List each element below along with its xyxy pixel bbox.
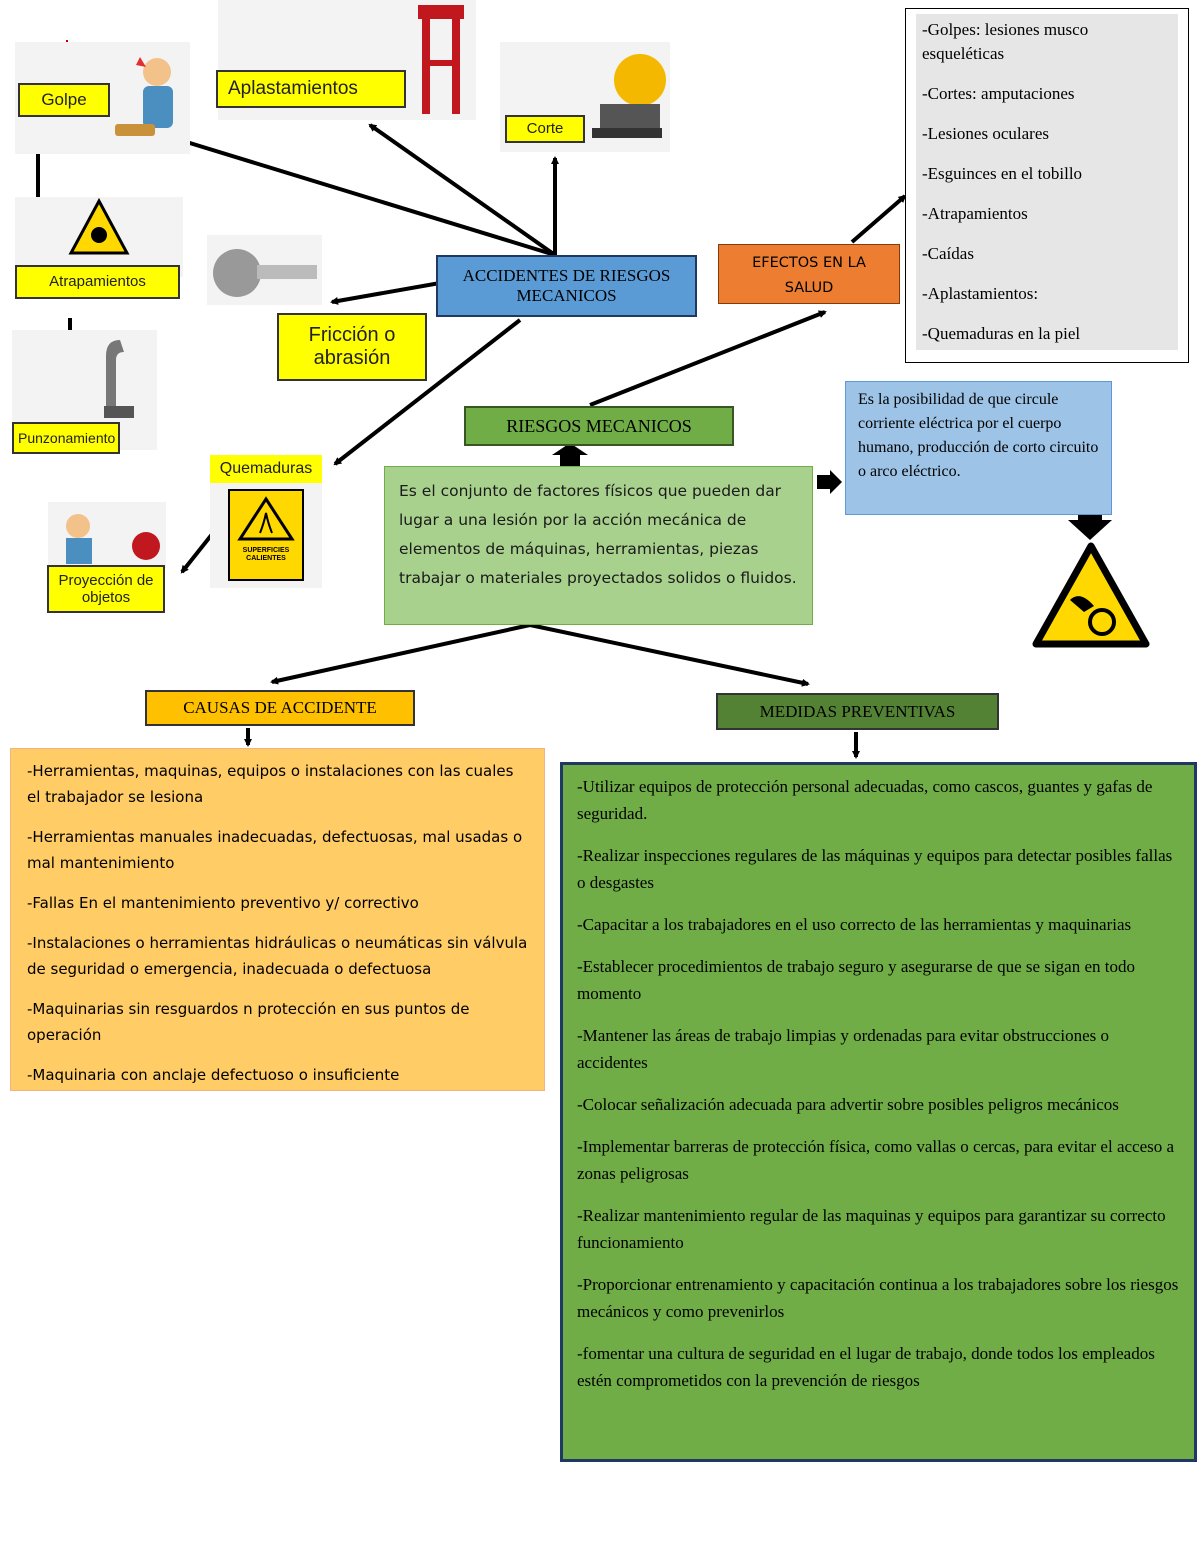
causas-list: -Herramientas, maquinas, equipos o insta… — [10, 748, 545, 1091]
efectos-title: EFECTOS EN LA SALUD — [718, 244, 900, 304]
causas-item: -Instalaciones o herramientas hidráulica… — [27, 934, 528, 978]
riesgos-title: RIESGOS MECANICOS — [464, 406, 734, 446]
atrapamientos-label: Atrapamientos — [15, 265, 180, 299]
medidas-item: -Implementar barreras de protección físi… — [577, 1137, 1175, 1183]
efectos-item: -Aplastamientos: — [922, 284, 1039, 303]
medidas-item: -Utilizar equipos de protección personal… — [577, 777, 1153, 823]
medidas-item: -Capacitar a los trabajadores en el uso … — [577, 915, 1132, 934]
entrapment-warning-icon — [1030, 540, 1152, 650]
medidas-item: -Realizar inspecciones regulares de las … — [577, 846, 1173, 892]
proyeccion-label: Proyección de objetos — [47, 565, 165, 613]
center-title: ACCIDENTES DE RIESGOS MECANICOS — [436, 255, 697, 317]
aplastamientos-label: Aplastamientos — [216, 70, 406, 108]
medidas-item: -Colocar señalización adecuada para adve… — [577, 1095, 1119, 1114]
efectos-item: -Quemaduras en la piel — [922, 324, 1081, 343]
friccion-label: Fricción o abrasión — [277, 313, 427, 381]
hot-surface-sign-text: SUPERFICIES CALIENTES — [242, 547, 290, 562]
causas-title: CAUSAS DE ACCIDENTE — [145, 690, 415, 726]
causas-item: -Maquinarias sin resguardos n protección… — [27, 1000, 470, 1044]
punzonamiento-label: Punzonamiento — [12, 422, 120, 454]
medidas-item: -Proporcionar entrenamiento y capacitaci… — [577, 1275, 1179, 1321]
medidas-item: -fomentar una cultura de seguridad en el… — [577, 1344, 1155, 1390]
efectos-item: -Esguinces en el tobillo — [922, 164, 1083, 183]
medidas-item: -Establecer procedimientos de trabajo se… — [577, 957, 1135, 1003]
riesgos-definition: Es el conjunto de factores físicos que p… — [384, 466, 813, 625]
electrico-box: Es la posibilidad de que circule corrien… — [845, 381, 1112, 515]
friccion-image — [207, 235, 322, 305]
efectos-item: -Caídas — [922, 244, 974, 263]
corte-label: Corte — [505, 115, 585, 143]
proyeccion-image — [48, 502, 166, 568]
medidas-item: -Mantener las áreas de trabajo limpias y… — [577, 1026, 1109, 1072]
efectos-item: -Cortes: amputaciones — [922, 84, 1075, 103]
causas-item: -Fallas En el mantenimiento preventivo y… — [27, 894, 419, 912]
causas-item: -Herramientas manuales inadecuadas, defe… — [27, 828, 523, 872]
efectos-list: -Golpes: lesiones musco esqueléticas -Co… — [916, 14, 1178, 350]
efectos-item: -Lesiones oculares — [922, 124, 1049, 143]
causas-item: -Maquinaria con anclaje defectuoso o ins… — [27, 1066, 400, 1084]
quemaduras-label: Quemaduras — [210, 455, 322, 483]
medidas-list: -Utilizar equipos de protección personal… — [560, 762, 1197, 1462]
efectos-item: -Atrapamientos — [922, 204, 1028, 223]
medidas-title: MEDIDAS PREVENTIVAS — [716, 693, 999, 730]
hot-surface-sign: SUPERFICIES CALIENTES — [210, 483, 322, 588]
atrapamientos-image — [15, 197, 183, 277]
efectos-list-frame: -Golpes: lesiones musco esqueléticas -Co… — [905, 8, 1189, 363]
golpe-label: Golpe — [18, 83, 110, 117]
causas-item: -Herramientas, maquinas, equipos o insta… — [27, 762, 514, 806]
efectos-item: -Golpes: lesiones musco esqueléticas — [922, 20, 1089, 63]
medidas-item: -Realizar mantenimiento regular de las m… — [577, 1206, 1166, 1252]
hot-surface-icon — [237, 496, 295, 541]
